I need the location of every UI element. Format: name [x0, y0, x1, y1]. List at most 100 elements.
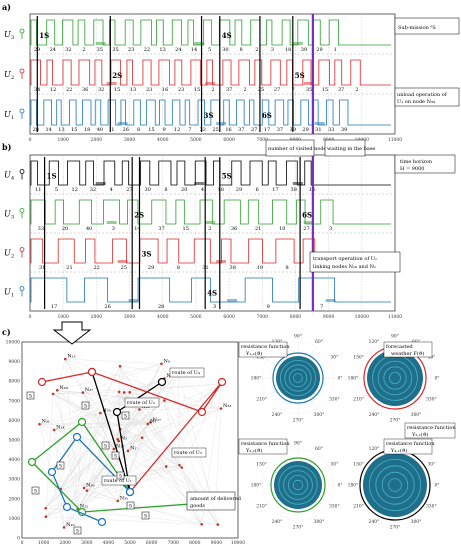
visited-text: number of visited node: [268, 146, 327, 152]
network-edge: [120, 383, 222, 430]
node-number-label: 7: [320, 304, 323, 310]
polar-angle-label: 180°: [348, 483, 359, 489]
node-number-label: 40: [97, 127, 103, 133]
node-number-label: 2: [243, 87, 246, 93]
polar-title: resistance function: [386, 441, 435, 447]
node-number-label: 27: [303, 226, 309, 232]
polar-angle-label: 330°: [329, 504, 340, 510]
node-label: N₃: [121, 436, 127, 442]
row-label: U: [4, 210, 11, 219]
node-number-label: 27: [126, 187, 132, 193]
node-number-label: 32: [65, 47, 71, 53]
amount-box: [101, 441, 110, 450]
x-tick-label: 9000: [323, 314, 335, 320]
node-number-label: 22: [93, 265, 99, 271]
polar-angle-label: 210°: [353, 397, 364, 403]
polar-angle-label: 150°: [256, 355, 267, 361]
polar-angle-label: 180°: [251, 483, 262, 489]
polar-angle-label: 300°: [411, 519, 422, 525]
horizon-text-2: H = 9000: [400, 166, 424, 172]
map-x-tick: 6000: [146, 540, 158, 546]
submission-mark: 4S: [222, 31, 232, 40]
map-y-tick: 5000: [9, 438, 21, 444]
visited-callout: [265, 139, 315, 157]
network-edge: [57, 363, 162, 391]
polar-angle-label: 120°: [369, 446, 380, 452]
network-edge: [63, 487, 85, 528]
node-label: N₃₉: [86, 482, 94, 488]
network-edge: [119, 383, 222, 393]
polar-title: resistance function: [241, 441, 290, 447]
polar-value-disk: [274, 461, 322, 509]
waiting-segment: [292, 182, 303, 185]
node-number-label: 2: [211, 87, 214, 93]
waiting-segment: [292, 42, 303, 45]
map-x-tick: 3000: [81, 540, 93, 546]
route-stop: [62, 502, 72, 512]
polar-value-band: [383, 366, 407, 390]
waiting-segment: [303, 82, 314, 85]
x-tick-label: 1000: [57, 137, 69, 143]
amount-value: 5: [34, 489, 37, 495]
polar-angle-label: 0°: [434, 376, 439, 382]
route-stop: [27, 457, 37, 467]
node-number-label: 8: [240, 47, 243, 53]
network-node: [116, 437, 119, 441]
network-node: [55, 388, 59, 392]
network-edge: [86, 383, 222, 491]
network-edge: [164, 373, 179, 401]
network-edge: [39, 424, 55, 431]
node-number-label: 25: [121, 265, 127, 271]
panel-b-label: b): [2, 142, 12, 152]
submission-text: Sub-mission ⁶S: [398, 25, 436, 31]
polar-value-band: [368, 458, 421, 511]
node-number-label: 37: [238, 127, 244, 133]
route-label-box: [169, 367, 205, 378]
schedule-waveform: [30, 160, 391, 186]
network-edge: [117, 439, 218, 525]
vehicle-icon: [19, 208, 25, 213]
x-tick-label: 2000: [91, 137, 103, 143]
polar-value-band: [292, 479, 304, 491]
node-number-label: 22: [66, 87, 72, 93]
node-number-label: 31: [39, 265, 45, 271]
amount-box: [111, 451, 120, 460]
x-tick-label: 11000: [388, 137, 402, 143]
network-node: [164, 465, 168, 468]
network-node: [117, 390, 121, 394]
node-number-label: 5: [55, 187, 58, 193]
node-label: N₂₇: [153, 417, 161, 423]
node-number-label: 3: [213, 304, 216, 310]
polar-subtitle: Y₁,₁(ϑ): [245, 350, 262, 357]
network-edge: [57, 390, 216, 505]
polar-value-band: [279, 359, 316, 396]
polar-angle-label: 300°: [314, 519, 325, 525]
waiting-segment: [303, 221, 314, 224]
node-number-label: 16: [225, 127, 231, 133]
polar-subtitle: Y₃,₁(ϑ): [245, 447, 262, 454]
node-label: N₂₅: [80, 504, 88, 510]
amount-value: 5: [119, 474, 122, 480]
node-number-label: 15: [194, 87, 200, 93]
polar-angle-label: 240°: [369, 519, 380, 525]
node-number-label: 21: [255, 226, 261, 232]
node-number-label: 13: [58, 127, 64, 133]
node-number-label: 1: [111, 127, 114, 133]
network-edge: [82, 392, 119, 442]
node-number-label: 24: [175, 47, 181, 53]
waiting-segment: [117, 122, 128, 125]
x-tick-label: 3000: [124, 314, 136, 320]
submission-mark: 5S: [295, 71, 305, 80]
network-edge: [60, 488, 218, 525]
node-number-label: 27: [251, 127, 257, 133]
network-node: [138, 408, 141, 411]
node-number-label: 9: [267, 304, 270, 310]
x-tick-label: 5000: [190, 314, 202, 320]
node-number-label: 25: [212, 127, 218, 133]
x-tick-label: 3000: [124, 137, 136, 143]
vehicle-icon: [19, 68, 25, 74]
node-number-label: 35: [112, 47, 118, 53]
node-number-label: 23: [128, 47, 134, 53]
node-number-label: 8: [177, 265, 180, 271]
